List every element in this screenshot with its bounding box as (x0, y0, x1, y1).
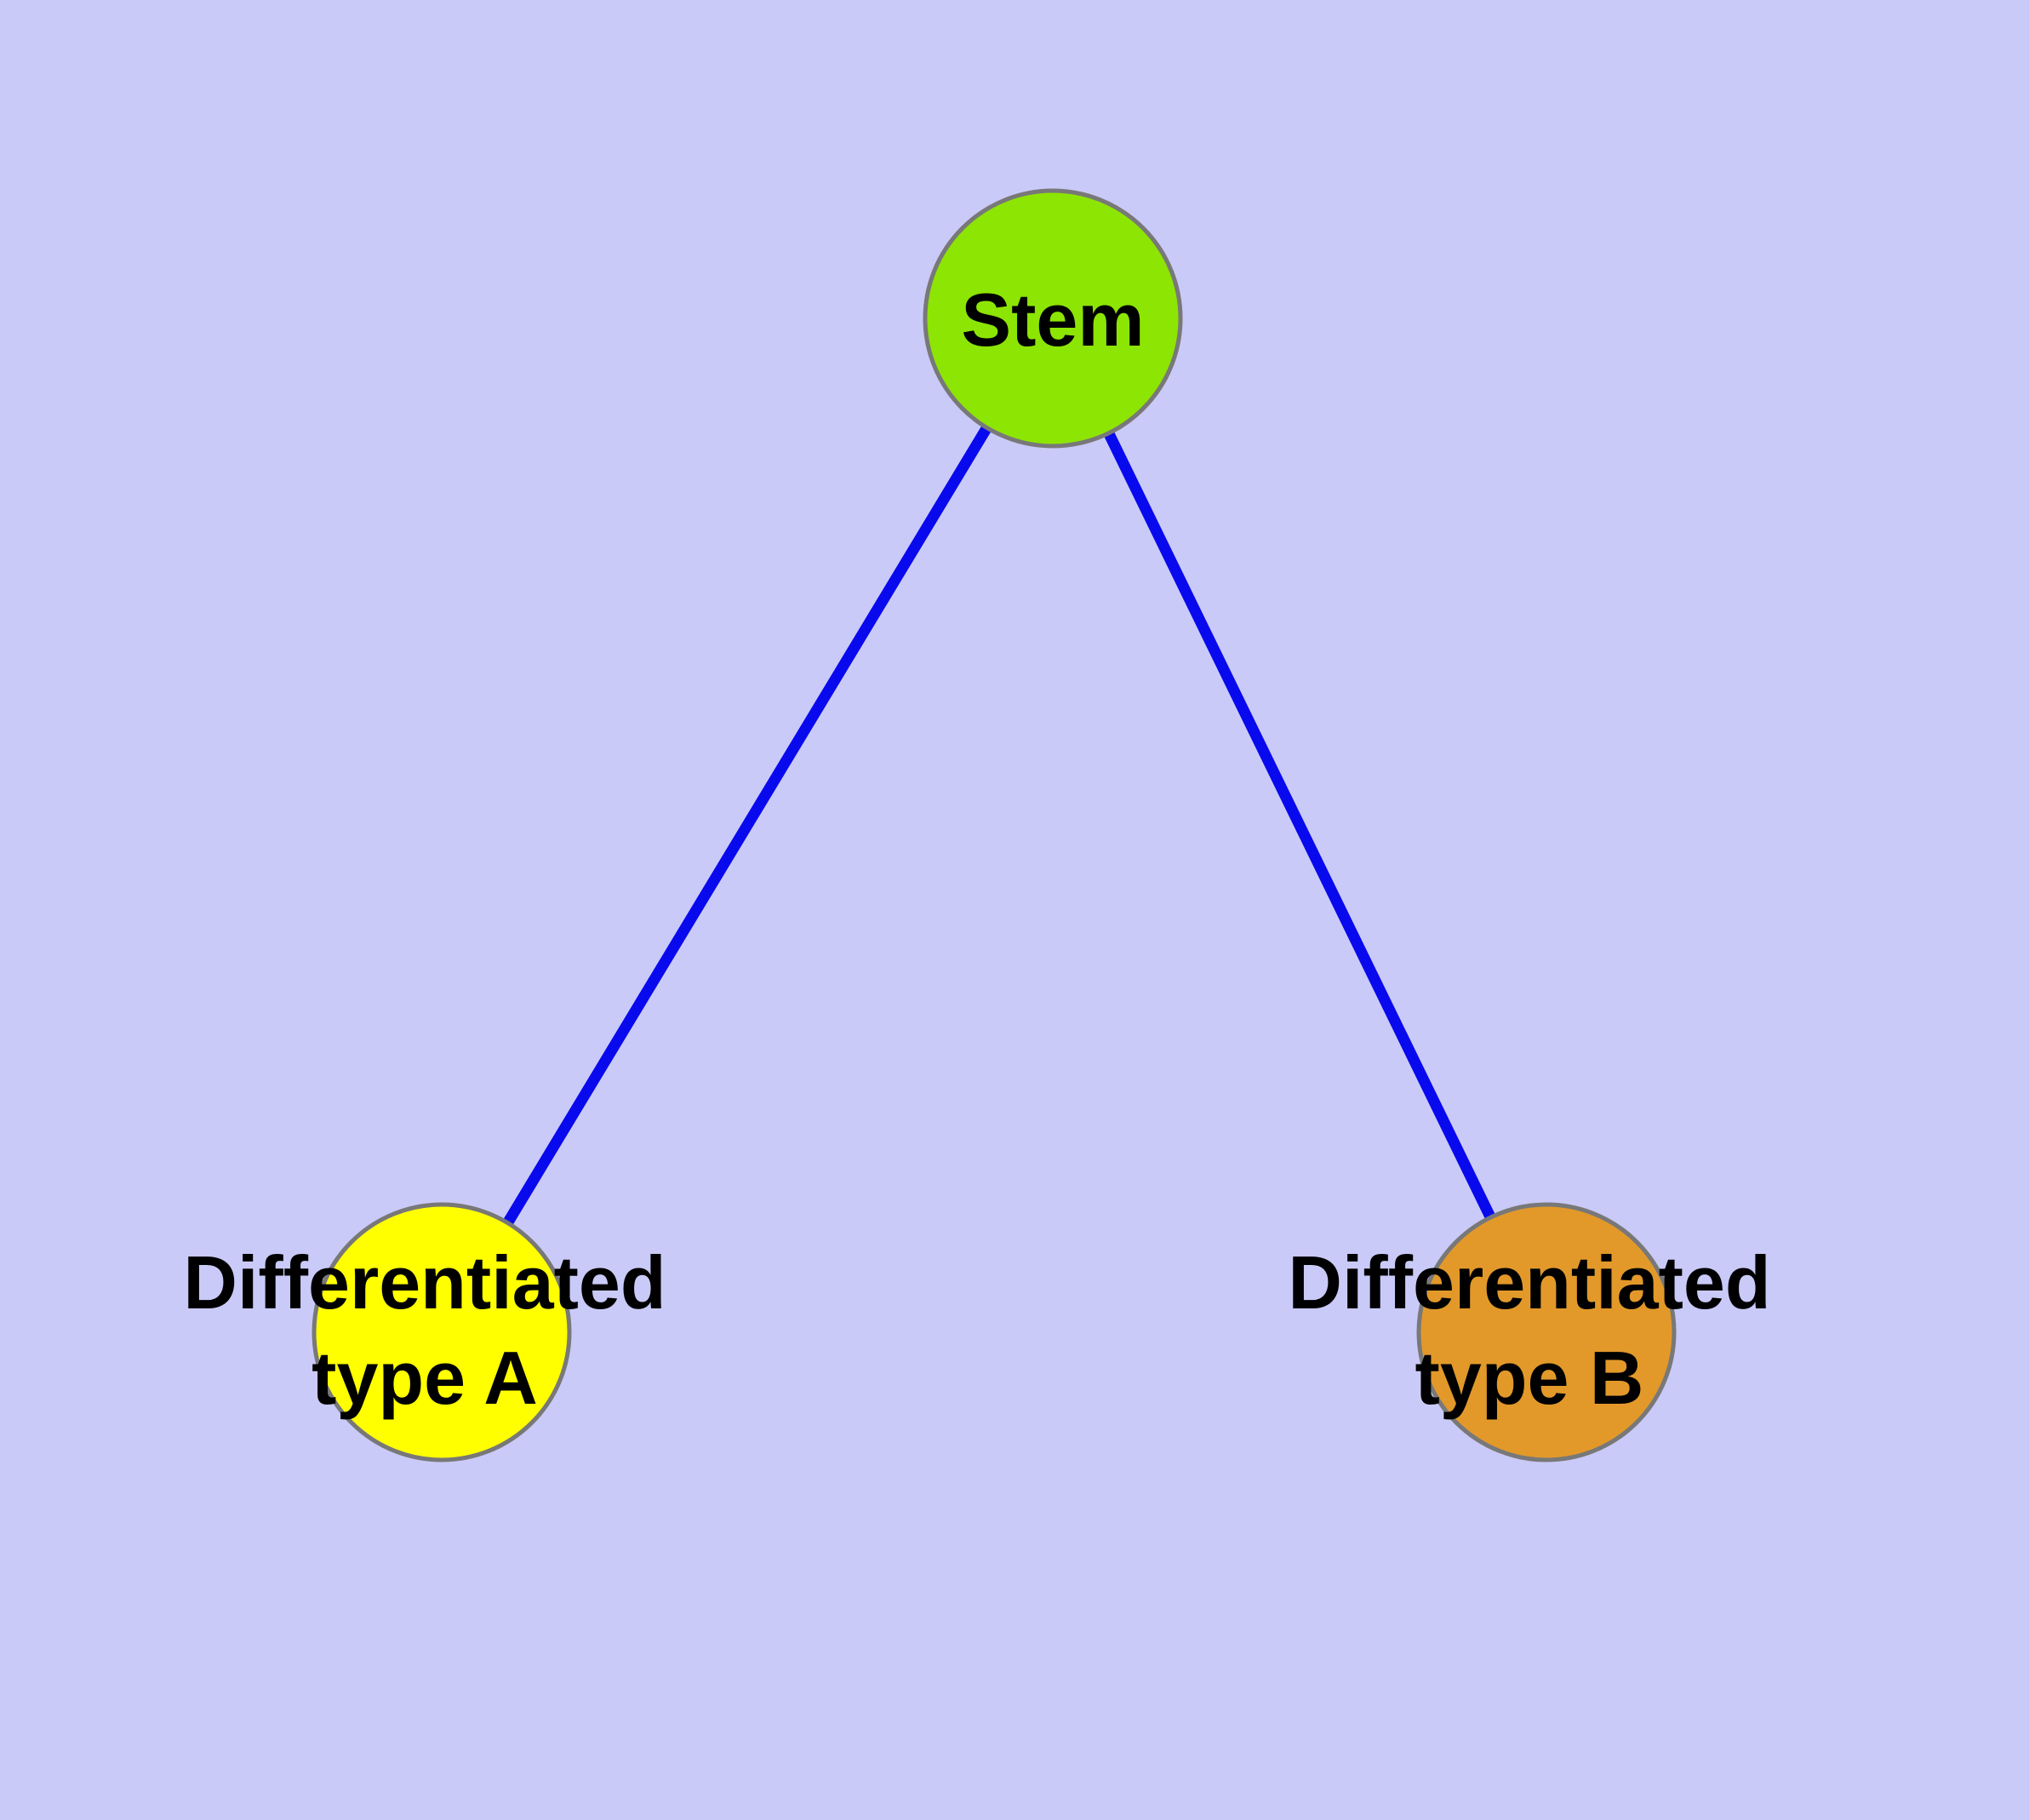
node-circle-stem (923, 188, 1183, 449)
node-label-line: type A (311, 1336, 538, 1420)
node-label-stem: Stem (961, 278, 1144, 362)
node-label-line: Differentiated (183, 1240, 666, 1325)
node-label-differentiated-type-b: Differentiated type B (1288, 1240, 1770, 1420)
node-label-line: Stem (961, 278, 1144, 362)
node-differentiated-type-a: Differentiated type A (183, 1202, 666, 1462)
node-stem: Stem (923, 188, 1183, 449)
edge-stem-to-differentiated-type-a (437, 315, 1058, 1336)
node-label-line: Differentiated (1288, 1240, 1770, 1325)
edge-stem-to-differentiated-type-b (1048, 316, 1552, 1335)
node-circle-differentiated-type-a (311, 1202, 572, 1462)
node-differentiated-type-b: Differentiated type B (1288, 1202, 1771, 1462)
node-label-differentiated-type-a: Differentiated type A (183, 1240, 666, 1420)
node-circle-differentiated-type-b (1416, 1202, 1677, 1462)
edges-layer (437, 315, 1552, 1336)
node-label-line: type B (1415, 1336, 1644, 1420)
